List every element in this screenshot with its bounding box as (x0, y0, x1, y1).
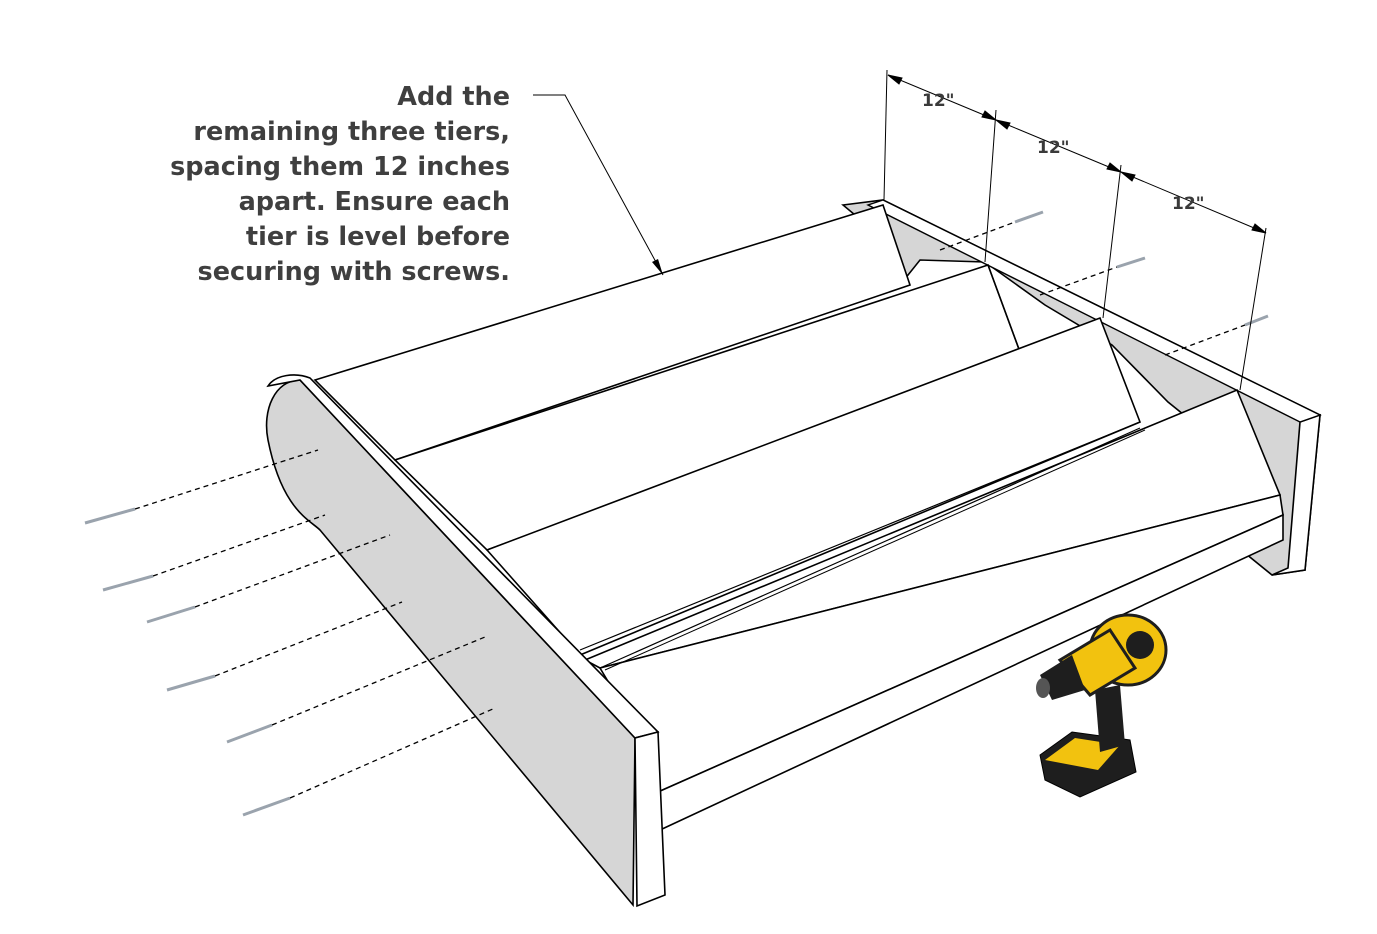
left-screws (84, 449, 496, 817)
leader-arrowhead (652, 259, 663, 275)
left-side-panel (265, 374, 666, 908)
drill-icon (1036, 613, 1168, 798)
dimension-label-2: 12" (1037, 138, 1070, 158)
callout-line-5: tier is level before (245, 222, 510, 252)
screw-icon (226, 636, 486, 744)
tier-1 (313, 204, 912, 461)
screw-icon (84, 449, 319, 525)
screw-icon (1164, 314, 1269, 356)
screw-icon (242, 707, 496, 817)
screw-icon (1039, 256, 1146, 296)
dimension-label-3: 12" (1172, 194, 1205, 214)
tier-4 (583, 388, 1284, 832)
callout-line-3: spacing them 12 inches (170, 152, 510, 182)
callout-line-1: Add the (397, 82, 510, 112)
screw-icon (939, 210, 1044, 251)
dimension-label-1: 12" (922, 91, 955, 111)
screw-icon (102, 514, 326, 592)
callout-line-4: apart. Ensure each (238, 187, 510, 217)
screw-icon (166, 601, 403, 692)
callout-leader-line (533, 94, 664, 276)
callout-line-6: securing with screws. (197, 257, 510, 287)
callout-line-2: remaining three tiers, (193, 117, 510, 147)
instruction-callout: Add the remaining three tiers, spacing t… (130, 80, 510, 290)
right-screws (939, 210, 1269, 356)
screw-icon (146, 534, 391, 624)
dimension-lines (883, 69, 1267, 391)
